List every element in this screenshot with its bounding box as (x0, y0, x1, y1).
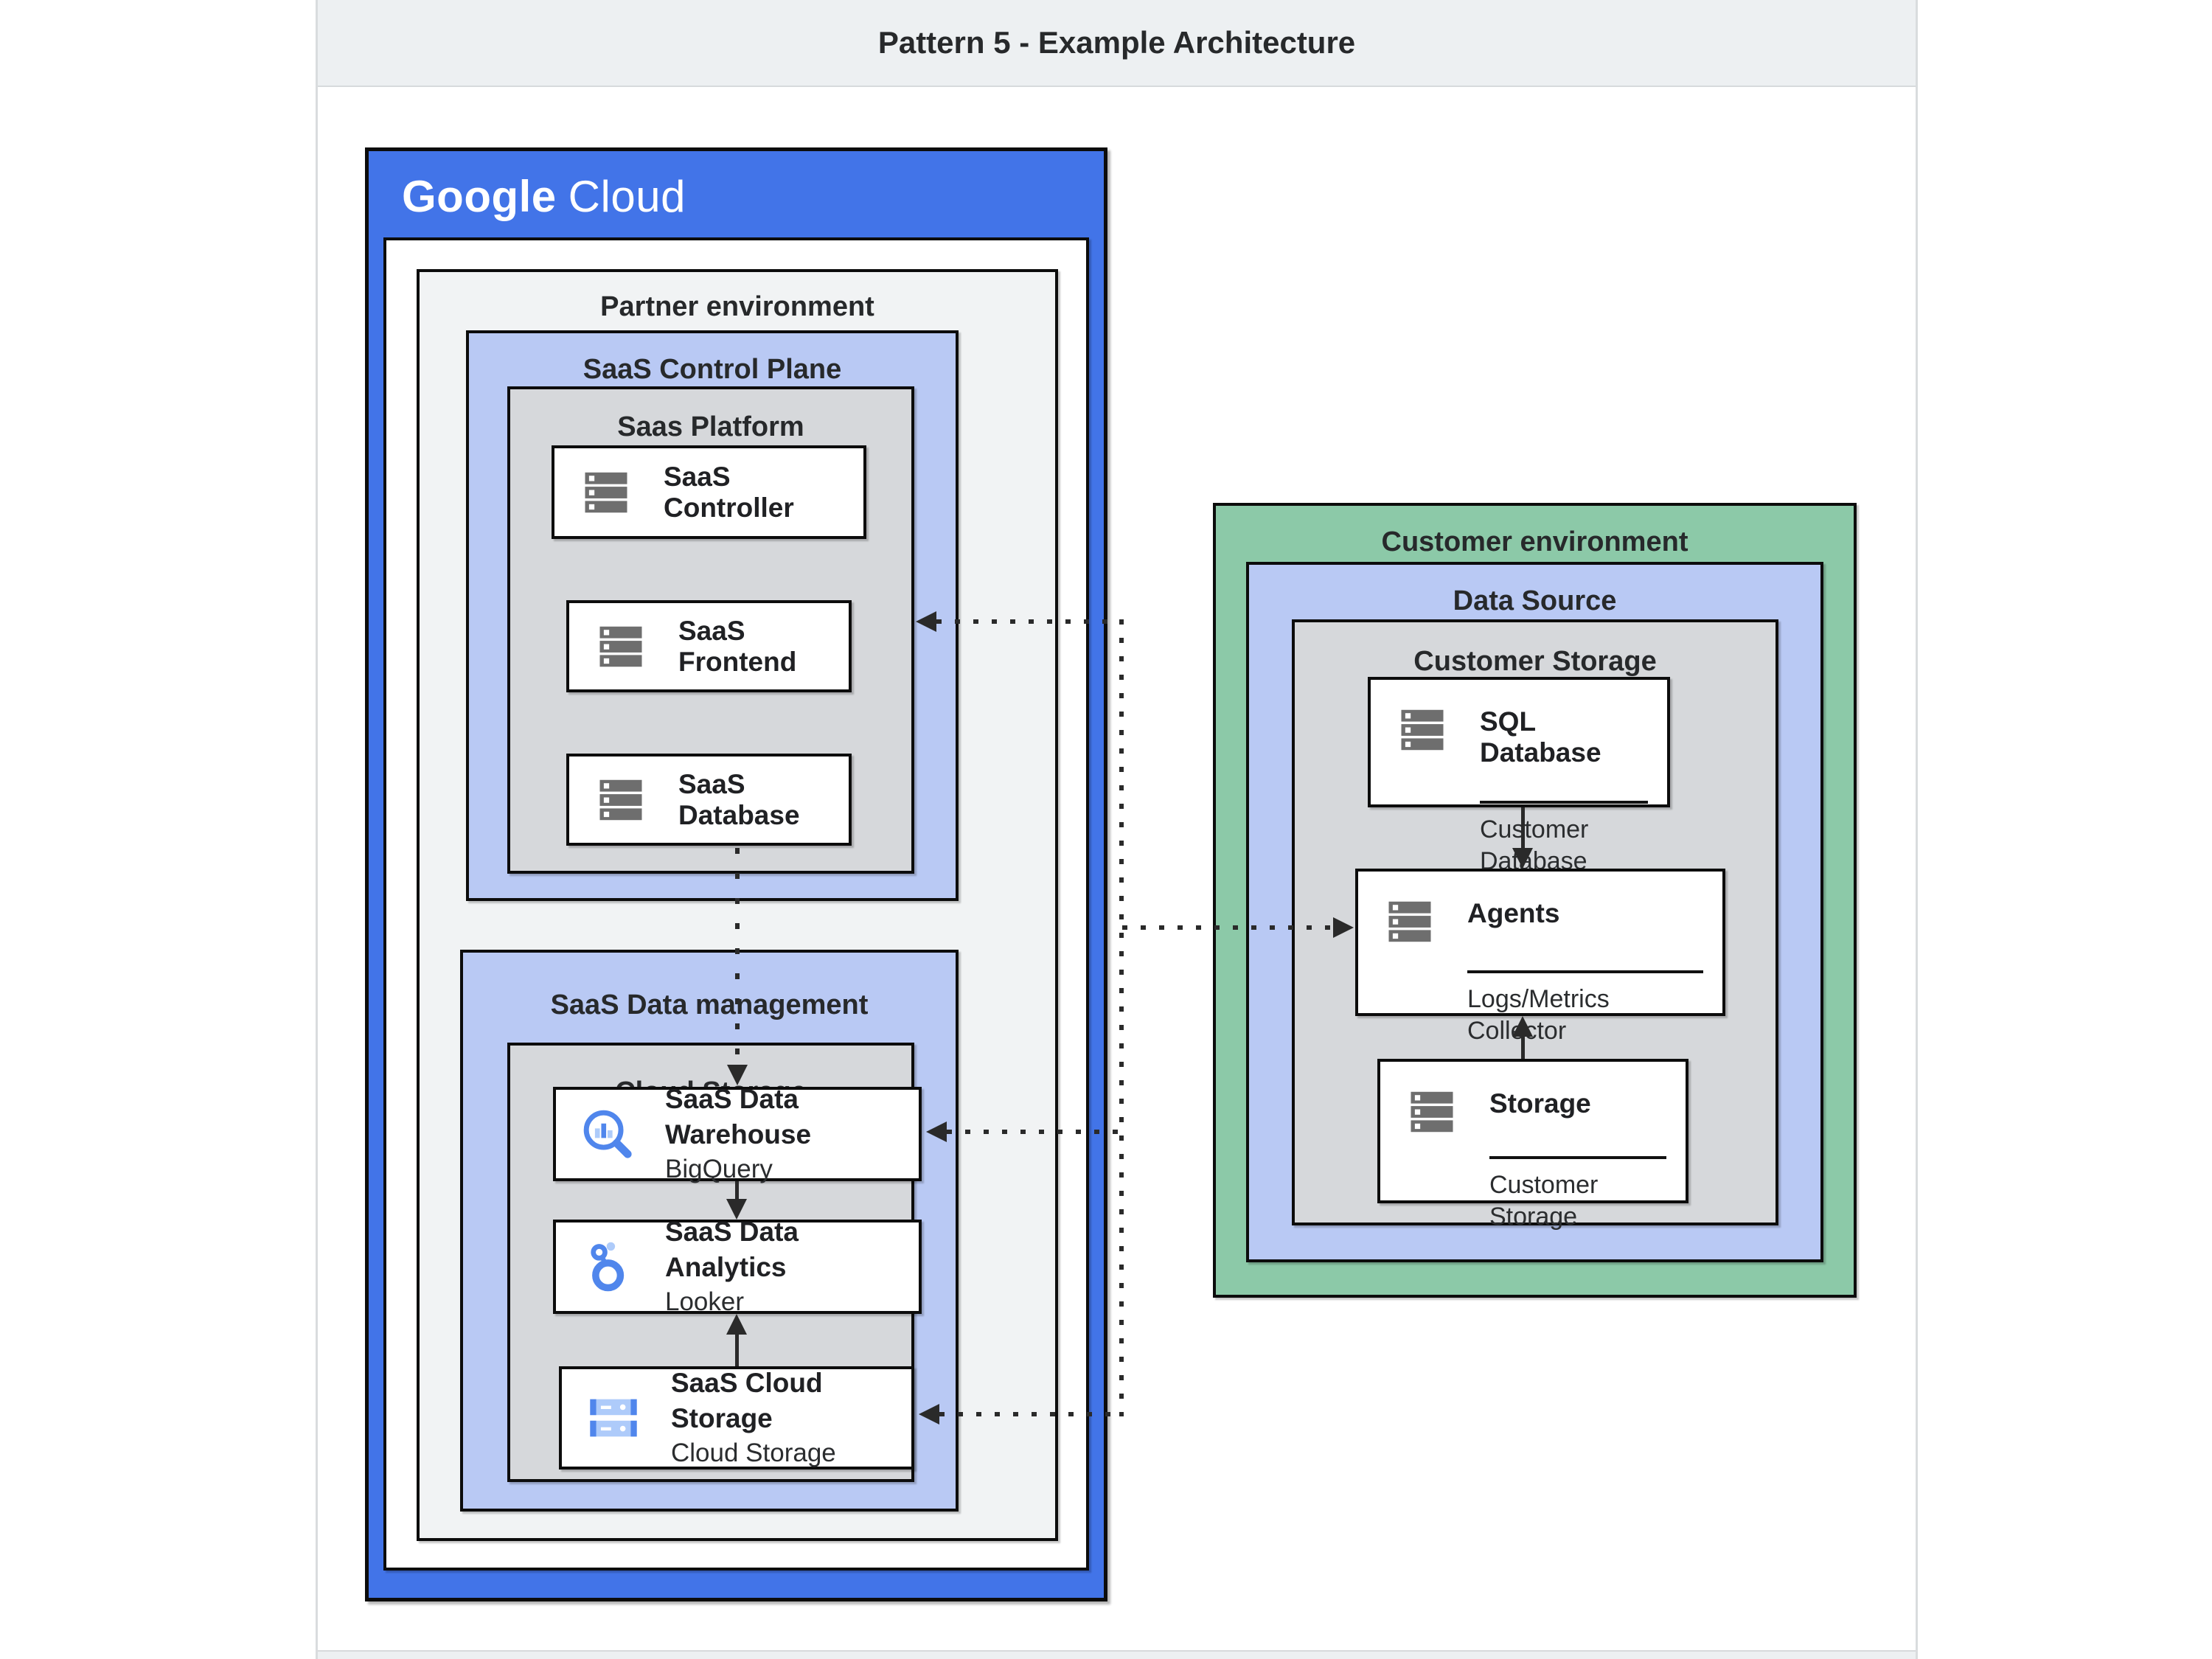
dotted-database-to-warehouse-head (727, 1065, 748, 1085)
bottom-band (318, 1650, 1916, 1659)
node-subtitle: Customer Database (1480, 815, 1589, 875)
node-divider (1489, 1156, 1666, 1159)
page-right-border (1916, 0, 1918, 1659)
arrow-sql-to-agents-head (1512, 848, 1533, 869)
saas-control-plane-label: SaaS Control Plane (582, 354, 842, 385)
dotted-branch-to-frontend-head (916, 611, 936, 632)
server-icon (1394, 702, 1450, 758)
node-saas-data-analytics: SaaS Data Analytics Looker (553, 1217, 922, 1316)
node-divider (1480, 801, 1648, 804)
node-title: SaaS Data Warehouse (665, 1084, 812, 1150)
dotted-branch-to-agents (1122, 925, 1335, 930)
server-icon (593, 619, 649, 675)
dotted-branch-to-warehouse (947, 1130, 1121, 1134)
node-title: SaaS Data Analytics (665, 1217, 799, 1283)
node-subtitle: BigQuery (665, 1155, 773, 1184)
node-storage: Storage Customer Storage (1377, 1059, 1688, 1231)
server-icon (593, 772, 649, 828)
node-title: SaaS Cloud Storage (671, 1368, 823, 1434)
node-saas-frontend: SaaS Frontend (566, 600, 852, 692)
node-saas-cloud-storage: SaaS Cloud Storage Cloud Storage (559, 1366, 914, 1470)
dotted-branch-to-cloudstorage-head (919, 1404, 939, 1425)
data-source-label: Data Source (1453, 585, 1617, 616)
node-agents: Agents Logs/Metrics Collector (1355, 869, 1725, 1045)
saas-data-management-label: SaaS Data management (550, 990, 869, 1020)
arrow-cloudstorage-to-analytics-line (735, 1335, 739, 1366)
node-subtitle: Looker (665, 1287, 745, 1317)
node-subtitle: Logs/Metrics Collector (1467, 985, 1610, 1045)
saas-platform-label: Saas Platform (617, 411, 804, 442)
arrow-storage-to-agents-line (1521, 1037, 1525, 1059)
dotted-branch-to-agents-head (1333, 917, 1354, 938)
page-left-border (316, 0, 318, 1659)
dotted-trunk-vertical (1119, 619, 1124, 1416)
node-subtitle: Customer Storage (1489, 1171, 1599, 1231)
node-label: SaaS Controller (664, 461, 794, 523)
node-saas-database: SaaS Database (566, 754, 852, 846)
node-sql-database: SQL Database Customer Database (1368, 677, 1670, 875)
arrow-warehouse-to-analytics-line (735, 1181, 739, 1199)
server-icon (578, 465, 634, 521)
arrow-storage-to-agents-head (1512, 1016, 1533, 1037)
google-cloud-logo-google: Google (402, 172, 557, 221)
node-divider (1467, 970, 1703, 973)
node-subtitle: Cloud Storage (671, 1439, 836, 1468)
arrow-sql-to-agents-line (1521, 807, 1525, 849)
server-icon (1404, 1084, 1460, 1140)
server-icon (1382, 894, 1438, 950)
node-saas-data-warehouse: SaaS Data Warehouse BigQuery (553, 1084, 922, 1183)
customer-environment-label: Customer environment (1381, 526, 1688, 557)
node-title: Agents (1467, 898, 1560, 928)
node-title: Storage (1489, 1088, 1591, 1119)
bigquery-icon (580, 1106, 636, 1162)
page-title: Pattern 5 - Example Architecture (877, 25, 1356, 60)
title-band: Pattern 5 - Example Architecture (318, 0, 1916, 87)
dotted-database-to-warehouse-line (735, 848, 740, 1063)
dotted-branch-to-warehouse-head (926, 1121, 947, 1142)
looker-icon (580, 1239, 636, 1295)
node-label: SaaS Database (678, 768, 800, 830)
cloud-storage-icon (585, 1390, 641, 1446)
arrow-cloudstorage-to-analytics-head (726, 1314, 747, 1335)
google-cloud-logo-cloud: Cloud (568, 172, 686, 221)
node-label: SaaS Frontend (678, 615, 797, 677)
partner-environment-label: Partner environment (600, 291, 874, 322)
node-title: SQL Database (1480, 706, 1601, 768)
dotted-branch-to-cloudstorage (939, 1412, 1121, 1416)
node-saas-controller: SaaS Controller (552, 445, 866, 539)
customer-storage-panel-label: Customer Storage (1413, 646, 1657, 677)
dotted-branch-to-frontend (936, 619, 1122, 624)
arrow-warehouse-to-analytics-head (726, 1199, 747, 1220)
